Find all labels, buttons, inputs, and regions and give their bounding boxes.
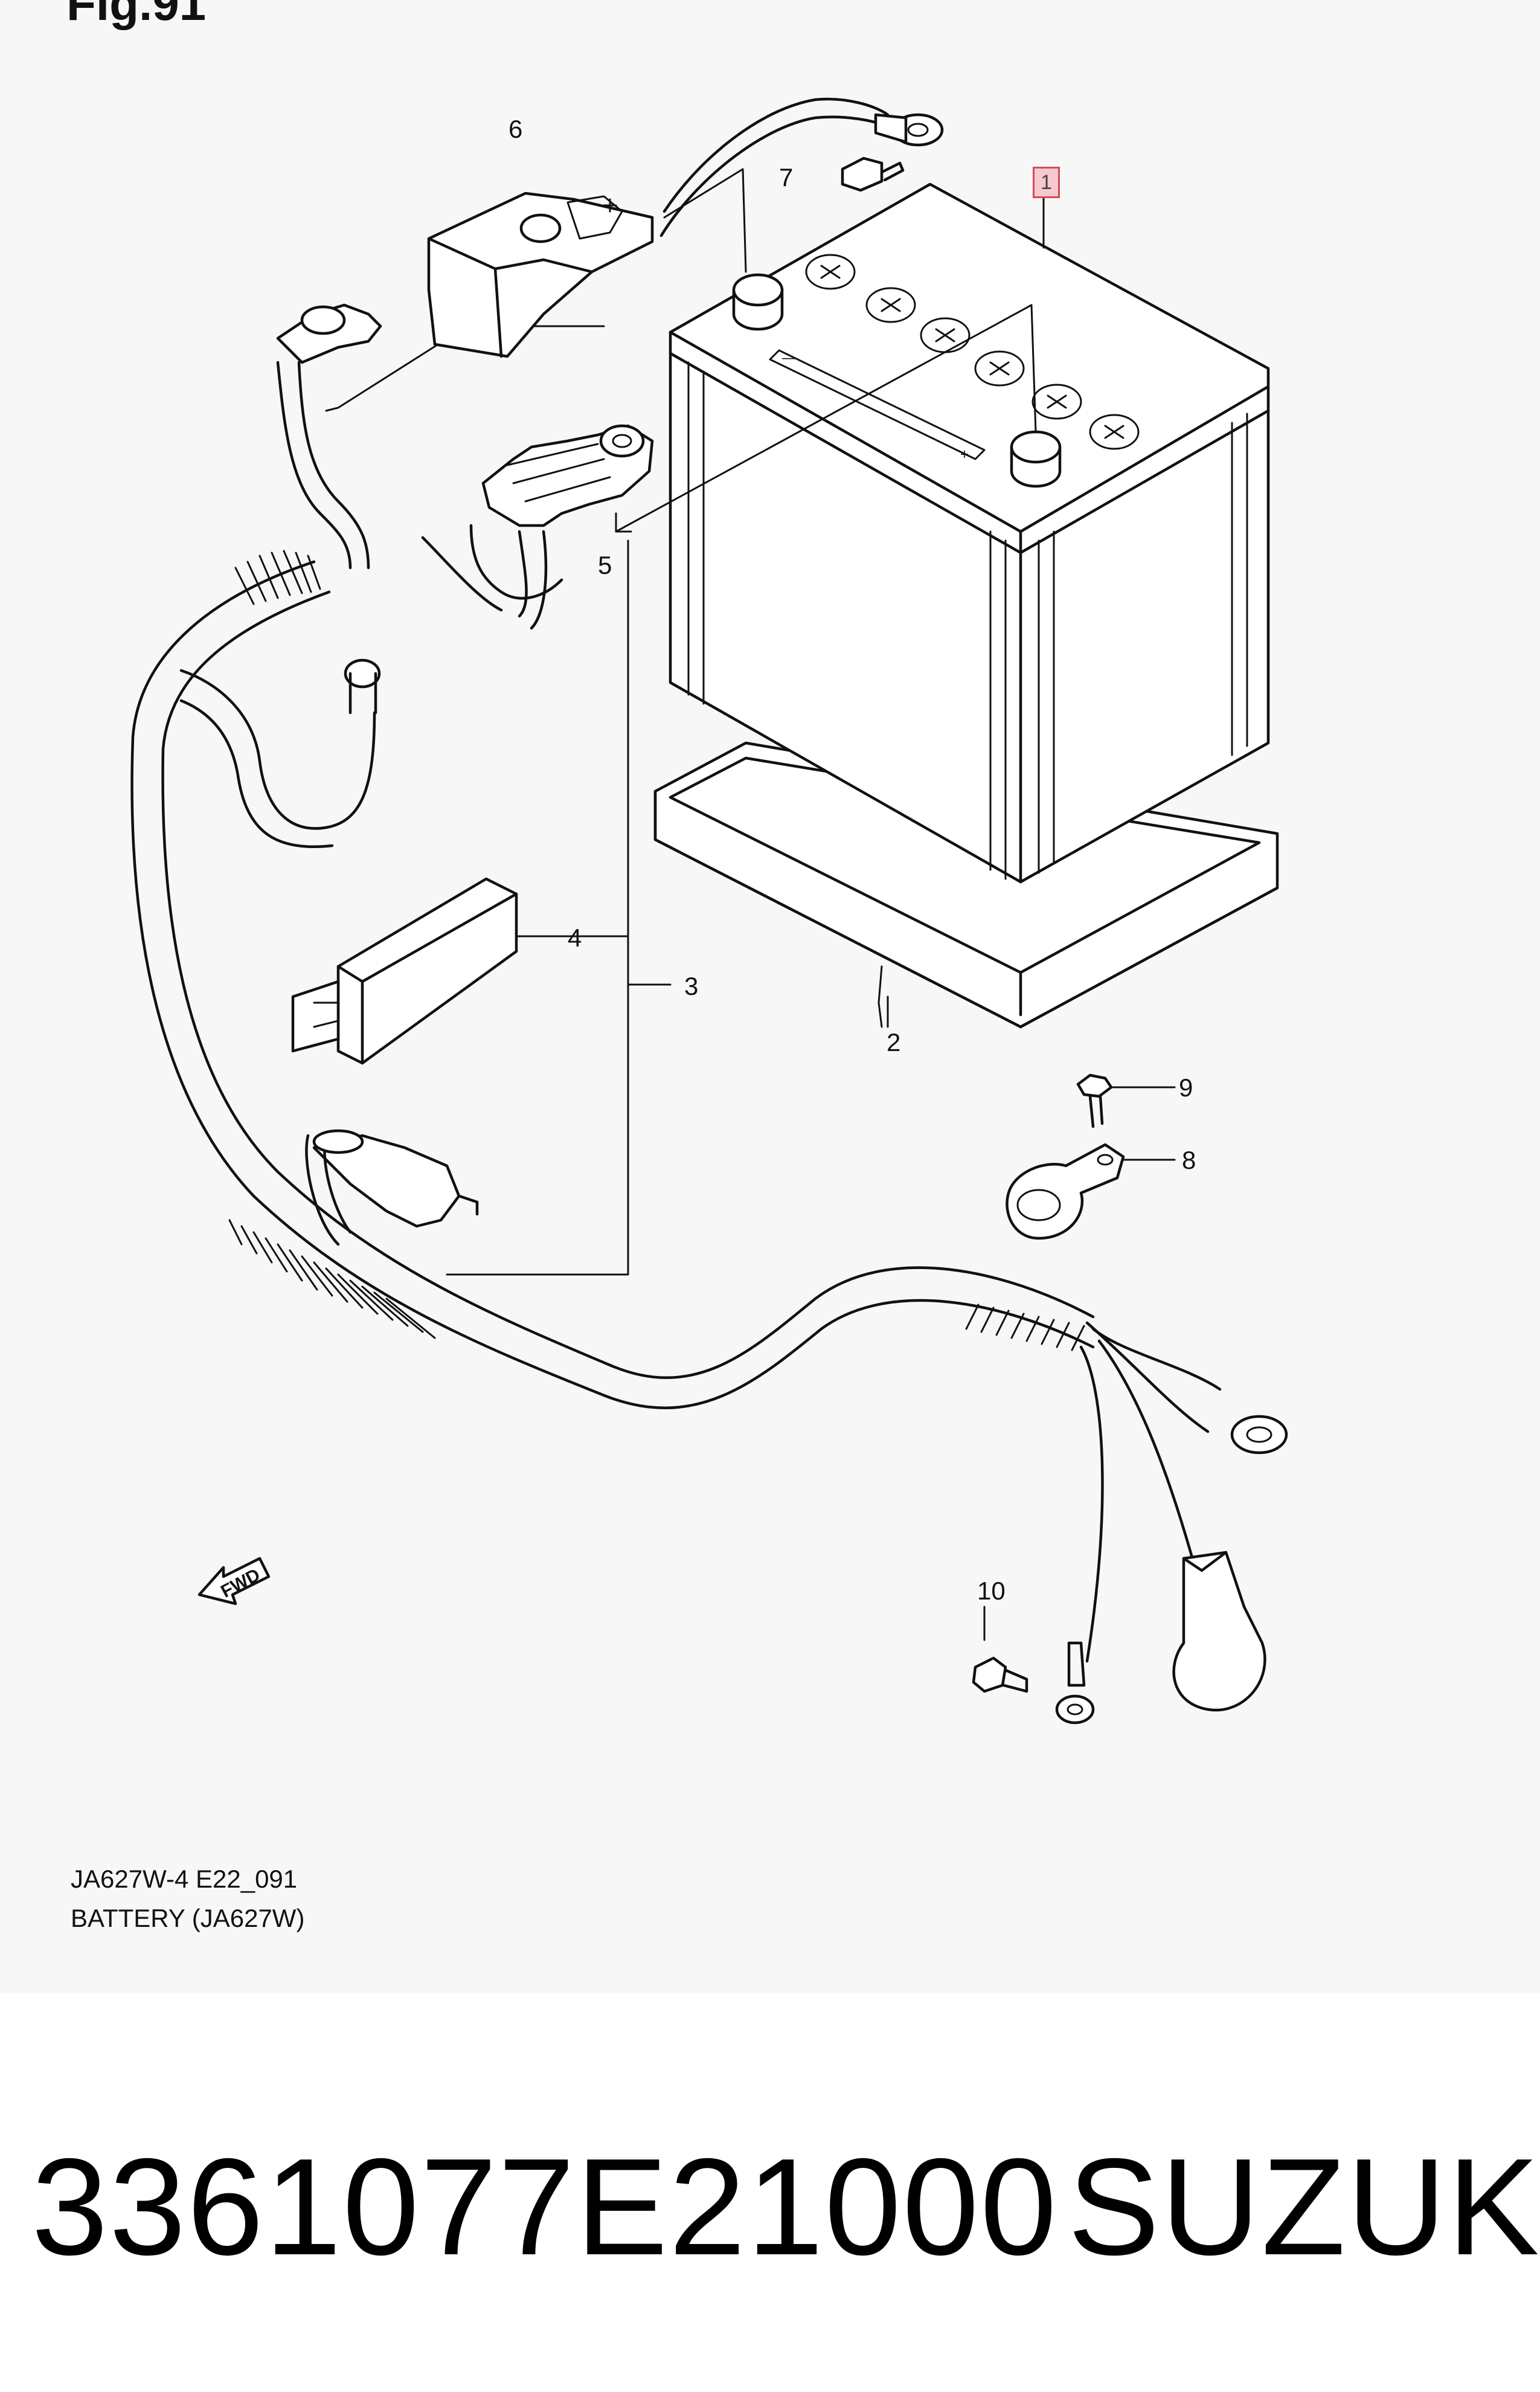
diagram-name: BATTERY (JA627W)	[71, 1904, 305, 1932]
bolt-7	[841, 156, 905, 192]
svg-text:—: —	[782, 350, 797, 366]
svg-text:+: +	[960, 446, 969, 463]
fwd-arrow-icon: FWD	[197, 1557, 271, 1606]
diagram-code: JA627W-4 E22_091	[71, 1865, 298, 1893]
callout-4: 4	[568, 924, 582, 952]
callout-1: 1	[1033, 167, 1060, 198]
wiring-harness	[130, 97, 1288, 1725]
callout-8: 8	[1182, 1146, 1196, 1174]
callout-9: 9	[1179, 1073, 1193, 1102]
battery: — +	[669, 182, 1270, 884]
callout-5: 5	[598, 551, 612, 579]
bolt-9	[1076, 1073, 1113, 1128]
bolt-10	[972, 1656, 1028, 1693]
part-number: 3361077E21000	[31, 2130, 1058, 2284]
earth-lug	[1006, 1143, 1125, 1240]
callout-10: 10	[977, 1577, 1006, 1605]
figure-title: Fig.91	[66, 0, 207, 30]
callout-6: 6	[509, 115, 523, 143]
harness-connector	[305, 1129, 479, 1246]
callout-3: 3	[684, 972, 699, 1000]
module-4	[291, 877, 518, 1065]
terminal-clamp	[421, 424, 654, 630]
callout-7: 7	[779, 163, 794, 191]
parts-diagram: — +	[130, 97, 1288, 1725]
brand-name: SUZUKI	[1068, 2130, 1540, 2284]
terminal-cover	[427, 191, 654, 358]
callout-2: 2	[887, 1028, 901, 1056]
